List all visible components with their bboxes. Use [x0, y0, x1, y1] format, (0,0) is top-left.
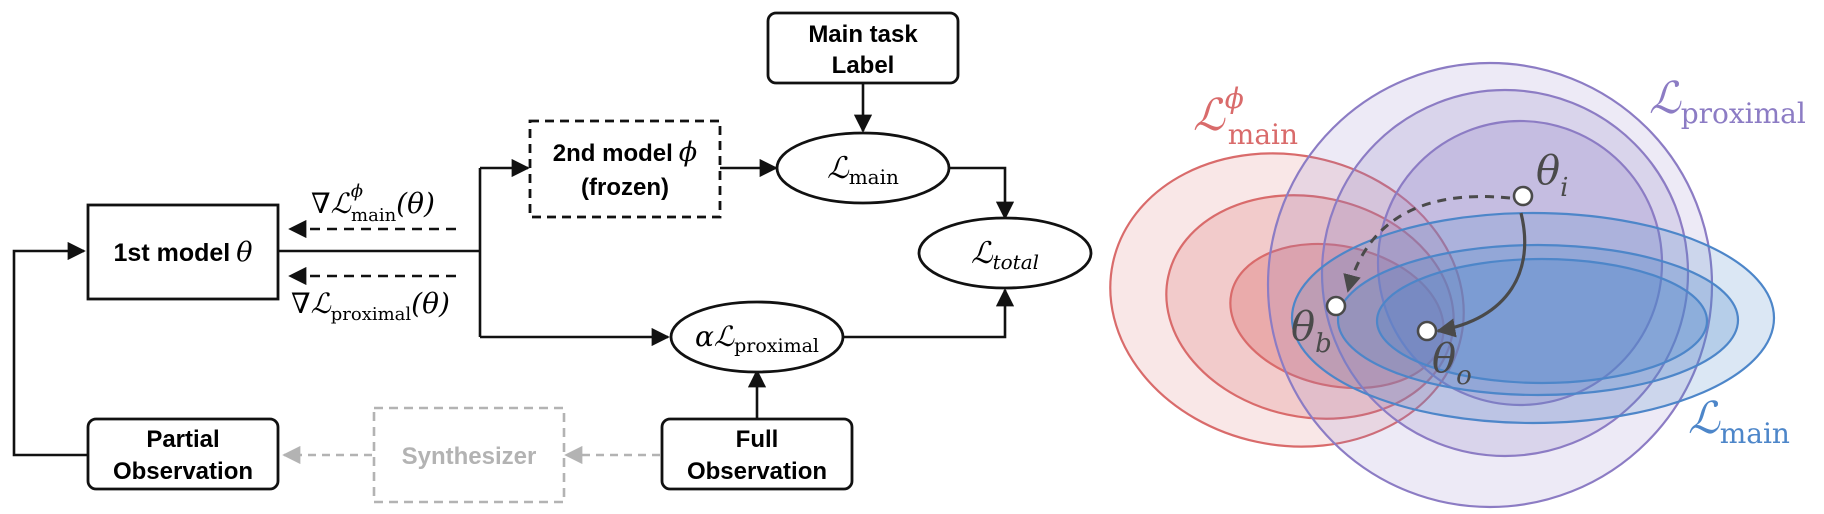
partial-observation-node: Partial Observation [86, 417, 280, 491]
connectors [12, 83, 1015, 457]
total-loss-node: ℒtotal [917, 216, 1093, 290]
theta-i-point [1512, 185, 1534, 207]
proximal-loss-ellipse [669, 300, 845, 374]
main-loss-landscape-label: ℒmain [1688, 393, 1790, 450]
total-loss-label: ℒtotal [971, 236, 1039, 274]
grad-proximal-label: ∇ℒproximal(θ) [291, 287, 450, 325]
main-loss-label: ℒmain [827, 151, 899, 189]
theta-o-label: θo [1432, 336, 1472, 391]
full-observation-line2: Observation [687, 458, 827, 485]
proximal-loss-landscape-label: ℒproximal [1649, 73, 1806, 130]
full-observation-box [660, 417, 854, 491]
arrow-main-to-total [950, 166, 1015, 220]
total-loss-ellipse [917, 216, 1093, 290]
arrow-partial-to-first-model [12, 241, 88, 457]
second-model-box [528, 119, 722, 219]
blue-contour-outer [1290, 211, 1776, 425]
blue-contour-middle [1336, 243, 1740, 397]
full-observation-node: Full Observation [660, 417, 854, 491]
first-model-box [86, 203, 280, 301]
main-contours [1290, 211, 1776, 425]
synthesizer-box [372, 406, 566, 504]
blue-contour-inner [1375, 257, 1709, 385]
main-task-label-node: Main task Label [766, 11, 960, 85]
purple-contour-middle [1320, 88, 1690, 458]
second-model-line2: (frozen) [581, 174, 669, 201]
partial-observation-box [86, 417, 280, 491]
proximal-loss-node: αℒproximal [669, 300, 845, 374]
main-task-box [766, 11, 960, 85]
synthesizer-node: Synthesizer [372, 406, 566, 504]
main-loss-ellipse [775, 131, 951, 205]
trajectory-to-theta-b [1343, 195, 1511, 293]
partial-observation-line2: Observation [113, 458, 253, 485]
full-observation-line1: Full [736, 426, 779, 453]
main-task-line2: Label [832, 52, 895, 79]
proximal-loss-label: αℒproximal [695, 320, 819, 357]
main-loss-node: ℒmain [775, 131, 951, 205]
partial-observation-line1: Partial [146, 426, 219, 453]
synthesizer-label: Synthesizer [402, 443, 537, 470]
arrow-proximal-to-total [840, 288, 1015, 339]
theta-b-point [1325, 295, 1347, 317]
theta-o-point [1416, 320, 1438, 342]
theta-i-label: θi [1536, 148, 1568, 203]
purple-contour-outer [1266, 61, 1714, 509]
theta-b-label: θb [1291, 304, 1332, 359]
main-task-line1: Main task [808, 21, 918, 48]
trajectory-to-theta-o [1436, 212, 1527, 338]
